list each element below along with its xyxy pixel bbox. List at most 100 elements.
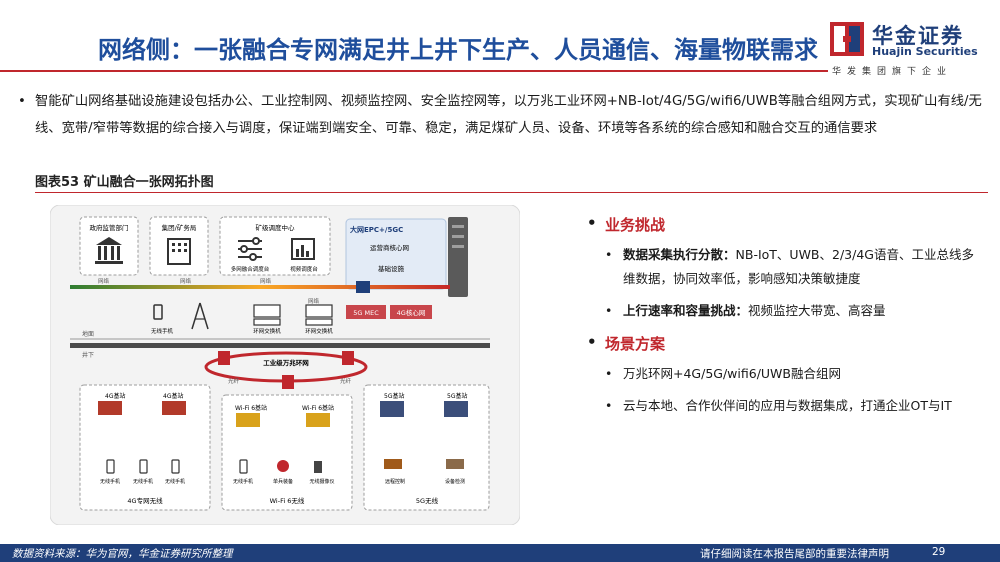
footer-source: 数据资料来源：华为官网，华金证券研究所整理: [12, 548, 233, 560]
net-label-2: 网络: [180, 277, 192, 285]
single-equip-icon: [277, 460, 289, 472]
fiber-label-1: 光纤: [228, 377, 240, 385]
bullet-icon: •: [18, 94, 26, 109]
bs4b-icon: [162, 401, 186, 415]
right-panel: 业务挑战 数据采集执行分散：NB-IoT、UWB、2/3/4G语音、工业总线多维…: [587, 214, 982, 418]
intro-bullet: • 智能矿山网络基础设施建设包括办公、工业控制网、视频监控网、安全监控网等，以万…: [18, 88, 988, 142]
section-challenges-heading: 业务挑战: [587, 214, 982, 235]
mec-label: 5G MEC: [353, 309, 379, 317]
under-label: 井下: [82, 351, 94, 359]
phone-icon-3: [171, 459, 180, 474]
core4g-badge: [390, 305, 432, 319]
footer-disclaimer: 请仔细阅读在本报告尾部的重要法律声明: [700, 548, 889, 560]
cam-label: 无线摄像仪: [309, 478, 334, 485]
remote-label: 远程控制: [385, 478, 405, 485]
ph3-label: 无线手机: [165, 478, 185, 485]
challenge-item-2: 上行速率和容量挑战：视频监控大带宽、高容量: [587, 299, 982, 323]
multi-label: 多网融合调度台: [231, 265, 270, 273]
title-divider: [0, 70, 828, 72]
bs4b-label: 4G基站: [163, 392, 183, 400]
figure-caption: 图表53 矿山融合一张网拓扑图: [35, 175, 214, 190]
intro-text: 智能矿山网络基础设施建设包括办公、工业控制网、视频监控网、安全监控网等，以万兆工…: [35, 94, 982, 136]
ground-label: 地面: [82, 330, 94, 338]
mec-badge: [346, 305, 386, 319]
dispatch-box: [219, 216, 331, 276]
wifi-b-label: Wi-Fi 6基站: [302, 404, 334, 412]
challenge-item-1: 数据采集执行分散：NB-IoT、UWB、2/3/4G语音、工业总线多维数据，协同…: [587, 243, 982, 291]
camera-icon: [314, 461, 322, 473]
bs5a-icon: [380, 401, 404, 417]
page-number: 29: [932, 546, 946, 558]
logo-name-cn: 华金证券: [872, 24, 964, 48]
zone5g-label: 5G无线: [416, 496, 439, 505]
bs5a-label: 5G基站: [384, 392, 404, 400]
government-icon: [95, 237, 123, 264]
network-line: [70, 285, 450, 289]
single-label: 单兵装备: [273, 478, 293, 485]
phone-label: 无线手机: [151, 327, 174, 335]
remote-control-icon: [384, 459, 402, 469]
wifi-a-icon: [236, 413, 260, 427]
bar-chart-icon: [291, 238, 315, 260]
logo-name-en: Huajin Securities: [872, 45, 978, 58]
challenge-item-2-text: 视频监控大带宽、高容量: [748, 303, 886, 318]
phone-icon-4: [239, 459, 248, 474]
building-icon: [167, 238, 191, 265]
huajin-logo-icon: [830, 22, 864, 56]
detect-icon: [446, 459, 464, 469]
zone-4g: [79, 384, 211, 511]
core4g-label: 4G核心网: [397, 308, 426, 317]
switch-1-icon: [253, 304, 281, 326]
wifi-a-label: Wi-Fi 6基站: [235, 404, 267, 412]
ph2-label: 无线手机: [133, 478, 153, 485]
phone-icon-2: [139, 459, 148, 474]
switch-2-icon: [305, 304, 333, 326]
router-icon: [356, 281, 370, 293]
section-solutions-heading: 场景方案: [587, 333, 982, 354]
phone-icon: [153, 304, 163, 320]
sw2-label: 环网交换机: [305, 327, 333, 335]
footer-bar: 数据资料来源：华为官网，华金证券研究所整理 请仔细阅读在本报告尾部的重要法律声明…: [0, 544, 1000, 562]
bs5b-icon: [444, 401, 468, 417]
company-logo: 华金证券 Huajin Securities 华发集团旗下企业: [830, 22, 980, 82]
epc-label: 大网EPC+/5GC: [350, 225, 403, 234]
bs5b-label: 5G基站: [447, 392, 467, 400]
bs4a-label: 4G基站: [105, 392, 125, 400]
net-label-3: 网络: [260, 277, 272, 285]
net-label-4: 网络: [308, 297, 320, 305]
server-cabinet: [448, 217, 468, 297]
zonewifi-label: Wi-Fi 6无线: [270, 496, 305, 505]
challenge-item-1-text: NB-IoT、UWB、2/3/4G语音、工业总线多维数据，协同效率低，影响感知决…: [623, 247, 974, 286]
solution-item-1: 万兆环网+4G/5G/wifi6/UWB融合组网: [587, 362, 982, 386]
zone-wifi: [221, 394, 353, 511]
ring-label: 工业级万兆环网: [263, 358, 309, 367]
ring-node-right: [342, 351, 354, 365]
bs4a-icon: [98, 401, 122, 415]
zone4g-label: 4G专网无线: [127, 496, 163, 505]
ring-node-left: [218, 351, 230, 365]
dispatch-label: 矿级调度中心: [256, 223, 296, 232]
base-label: 基础设施: [378, 264, 405, 273]
challenge-item-1-bold: 数据采集执行分散：: [623, 247, 736, 262]
figure-divider: [35, 192, 988, 193]
antenna-tower-icon: [191, 302, 209, 330]
phone-icon-1: [106, 459, 115, 474]
ph1-label: 无线手机: [100, 478, 120, 485]
logo-slogan: 华发集团旗下企业: [832, 67, 953, 77]
sw1-label: 环网交换机: [253, 327, 281, 335]
topology-diagram: 政府监管部门 集团/矿务局 矿级调度中心 多网融合调度台 视频调度台 大: [50, 205, 520, 525]
fiber-label-3: 光纤: [340, 377, 352, 385]
page-title: 网络侧：一张融合专网满足井上井下生产、人员通信、海量物联需求: [98, 36, 818, 64]
ph4-label: 无线手机: [233, 478, 253, 485]
wifi-b-icon: [306, 413, 330, 427]
solution-item-2: 云与本地、合作伙伴间的应用与数据集成，打通企业OT与IT: [587, 394, 982, 418]
challenge-item-2-bold: 上行速率和容量挑战：: [623, 303, 749, 318]
ring-node-bottom: [282, 375, 294, 389]
gov-label: 政府监管部门: [90, 223, 129, 232]
underground-bar: [70, 343, 490, 348]
group-label: 集团/矿务局: [162, 223, 197, 232]
core-label: 运营商核心网: [370, 243, 409, 252]
gov-box: [79, 216, 139, 276]
video-label: 视频调度台: [290, 265, 318, 273]
sliders-icon: [238, 237, 262, 261]
